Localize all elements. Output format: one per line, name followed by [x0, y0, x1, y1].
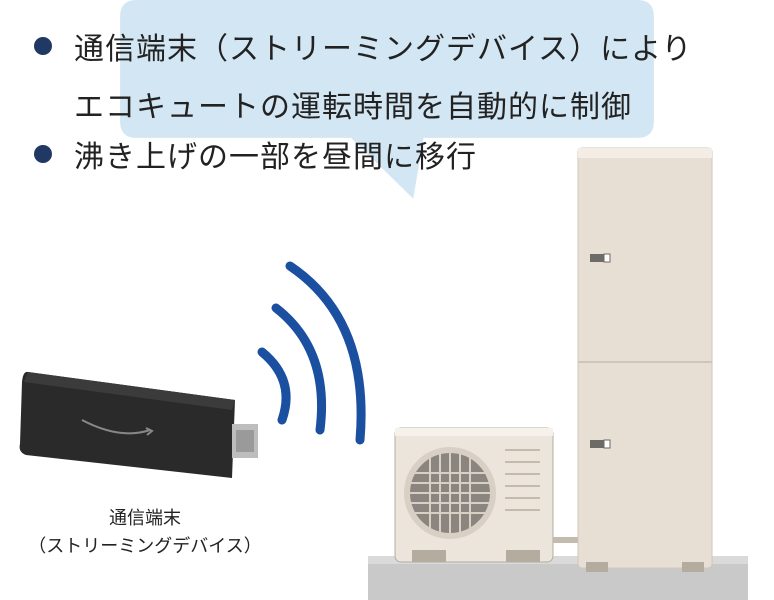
bubble-line-3: 沸き上げの一部を昼間に移行 — [34, 132, 477, 176]
bubble-line-2: エコキュートの運転時間を自動的に制御 — [74, 90, 632, 125]
bubble-line-1: 通信端末（ストリーミングデバイス）により — [34, 24, 693, 68]
bullet-icon — [34, 37, 52, 55]
device-label-line2: （ストリーミングデバイス） — [28, 536, 262, 557]
water-tank-icon — [577, 147, 713, 572]
device-caption: 通信端末 （ストリーミングデバイス） — [0, 505, 290, 561]
heat-pump-unit-icon — [394, 427, 580, 563]
device-label-line1: 通信端末 — [109, 508, 181, 529]
speech-bubble — [120, 0, 654, 199]
streaming-stick-icon — [19, 371, 258, 478]
wifi-waves-icon — [257, 261, 366, 445]
bullet-icon — [34, 145, 52, 163]
